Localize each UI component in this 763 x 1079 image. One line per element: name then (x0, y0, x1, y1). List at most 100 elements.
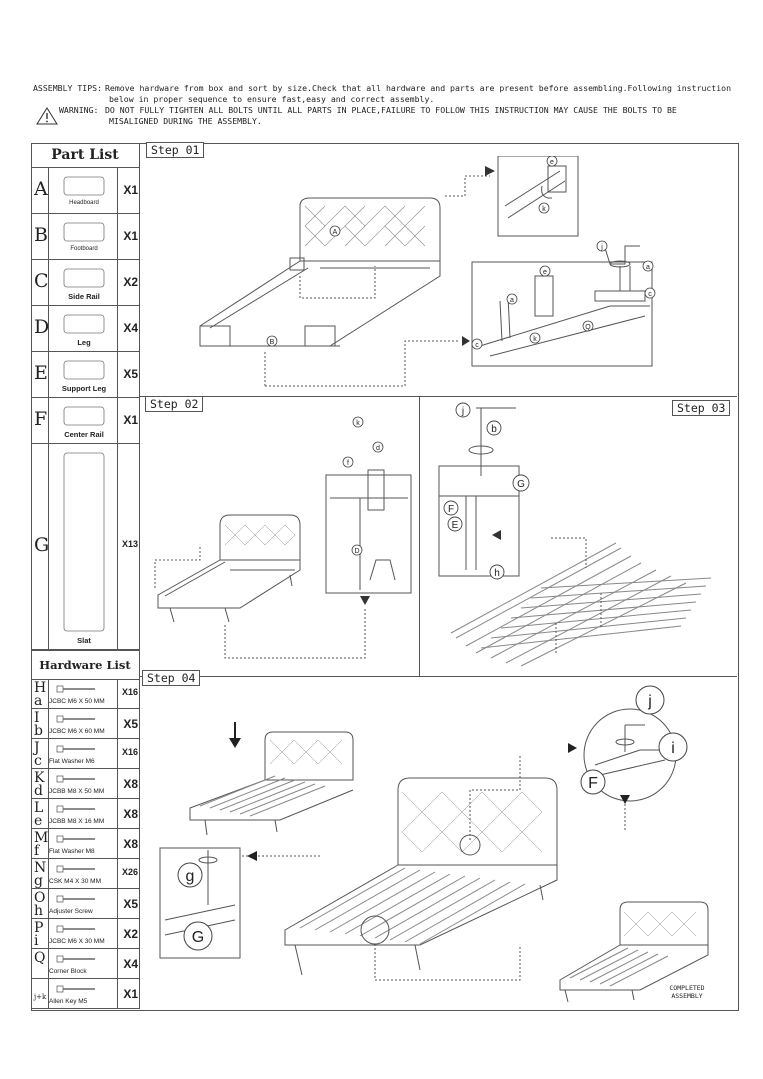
step-02-label: Step 02 (145, 396, 204, 412)
hardware-letter-lower: f (34, 843, 40, 859)
hardware-drawing (56, 925, 95, 933)
part-letter: E (34, 362, 48, 384)
callout-e-2: e (543, 269, 547, 276)
hardware-letter-lower: g (34, 873, 43, 889)
part-letter: B (34, 224, 48, 246)
hardware-name: Flat Washer M6 (49, 758, 95, 765)
hardware-letter-upper: H (34, 680, 47, 696)
hardware-drawing (56, 685, 95, 693)
hardware-drawing (56, 955, 95, 963)
hardware-letter-upper: J (34, 740, 40, 756)
part-drawing (63, 222, 105, 242)
warning-label: WARNING: (59, 105, 99, 115)
part-name: Center Rail (64, 430, 104, 439)
hardware-drawing (56, 865, 95, 873)
instruction-frame (31, 143, 739, 1011)
part-qty: X1 (123, 413, 138, 427)
part-letter: F (34, 408, 48, 430)
part-qty: X5 (123, 367, 138, 381)
hardware-name: Corner Block (49, 968, 87, 975)
headboard-shape (299, 197, 441, 262)
step-02-illustration: k d f D (154, 416, 412, 659)
hardware-letter-upper: N (34, 860, 47, 876)
callout-a: a (646, 264, 650, 271)
hardware-qty: X26 (121, 867, 138, 877)
step-03-label: Step 03 (672, 400, 731, 416)
callout-c-2: c (475, 342, 479, 349)
hardware-name: JCBC M6 X 50 MM (49, 698, 105, 705)
part-name: Footboard (70, 246, 98, 252)
hardware-name: JCBC M6 X 30 MM (49, 938, 105, 945)
callout-G-2: G (192, 929, 204, 946)
callout-f: f (347, 460, 349, 467)
callout-k: k (542, 206, 546, 213)
hardware-qty: X8 (123, 807, 138, 821)
part-drawing (63, 314, 105, 334)
callout-b: b (491, 424, 497, 435)
hardware-name: JCBC M6 X 60 MM (49, 728, 105, 735)
callout-c: c (648, 291, 652, 298)
callout-k-3: k (356, 420, 360, 427)
callout-E: E (452, 520, 459, 531)
part-row: E Support Leg X5 (31, 352, 139, 398)
tips-label: ASSEMBLY TIPS: (33, 83, 103, 93)
part-drawing (63, 452, 105, 632)
part-name: Support Leg (61, 384, 107, 393)
part-name: Side Rail (68, 292, 100, 301)
hardware-letter-lower: e (34, 813, 43, 829)
step-01-label: Step 01 (146, 142, 205, 158)
callout-a-2: a (510, 297, 514, 304)
callout-A: A (333, 229, 338, 236)
hardware-drawing (56, 775, 95, 783)
completed-assembly-note: COMPLETED ASSEMBLY (657, 984, 717, 1000)
part-letter: C (34, 270, 49, 292)
hardware-qty: X1 (123, 987, 138, 1001)
completed-line-2: ASSEMBLY (671, 992, 703, 1000)
hardware-letter-lower: b (34, 723, 43, 739)
callout-j-3: j (647, 693, 652, 710)
part-name: Headboard (69, 200, 99, 206)
hardware-letter-upper: j+k (34, 993, 47, 1001)
tips-line-1: Remove hardware from box and sort by siz… (105, 83, 732, 93)
hardware-drawing (56, 895, 95, 903)
hardware-name: CSK M4 X 30 MM (49, 878, 102, 885)
hardware-name: JCBB M8 X 16 MM (49, 818, 105, 825)
hardware-letter-lower: a (34, 693, 43, 709)
hardware-letter-upper: M (34, 830, 49, 846)
hardware-drawing (56, 985, 95, 993)
assembly-tips: ASSEMBLY TIPS:Remove hardware from box a… (33, 83, 733, 127)
callout-i: i (671, 740, 675, 757)
hardware-list-title: Hardware List (31, 650, 139, 680)
hardware-name: Allen Key M5 (49, 998, 88, 1005)
hardware-letter-upper: I (34, 710, 40, 726)
hardware-letter-upper: K (34, 770, 45, 786)
part-name: Leg (77, 338, 91, 347)
hardware-qty: X5 (123, 717, 138, 731)
callout-B: B (270, 339, 275, 346)
hardware-name: JCBB M8 X 50 MM (49, 788, 105, 795)
hardware-qty: X5 (123, 897, 138, 911)
step-03-illustration: j b G F E h (438, 402, 712, 667)
callout-q: Q (585, 324, 591, 331)
warning-line-2: MISALIGNED DURING THE ASSEMBLY. (109, 116, 262, 126)
hardware-drawing (56, 715, 95, 723)
part-drawing (63, 406, 105, 426)
hardware-letter-lower: h (34, 903, 44, 919)
step-04-illustration: j i F g G (159, 685, 709, 1003)
part-letter: A (34, 178, 48, 200)
callout-h: h (494, 568, 500, 579)
warning-line-1: DO NOT FULLY TIGHTEN ALL BOLTS UNTIL ALL… (105, 105, 677, 115)
hardware-letter-lower: d (34, 783, 43, 799)
part-qty: X13 (121, 539, 138, 549)
part-qty: X4 (123, 321, 138, 335)
